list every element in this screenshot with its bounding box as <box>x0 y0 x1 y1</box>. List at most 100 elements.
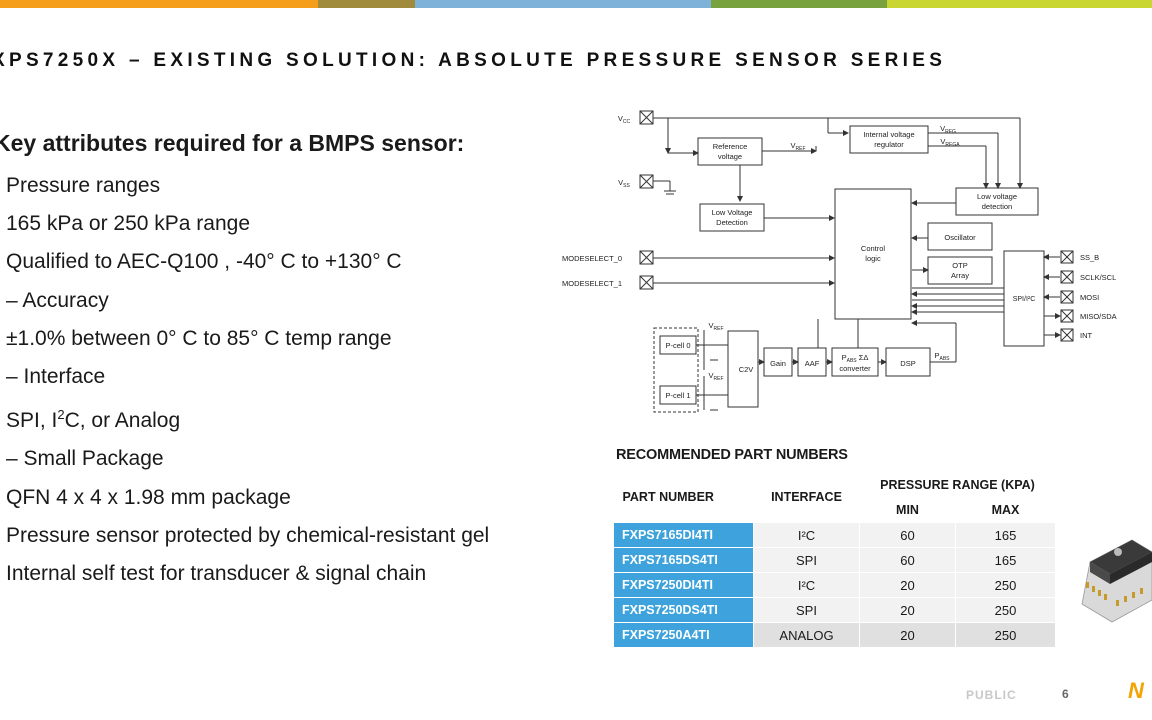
vss-label: VSS <box>618 178 630 189</box>
top-color-bar <box>0 0 1152 8</box>
classification-label: PUBLIC <box>966 688 1017 702</box>
internal-regulator-label-2: regulator <box>874 140 904 149</box>
block-diagram-svg: VCC VSS VREF VREG VREGA Reference voltag… <box>562 110 1117 413</box>
dsp-label: DSP <box>900 359 915 368</box>
interface-cell: I²C <box>753 522 860 548</box>
lvd-left-label-1: Low Voltage <box>712 208 753 217</box>
max-cell: 165 <box>955 547 1056 573</box>
pin-label-mosi: MOSI <box>1080 293 1099 302</box>
modeselect-0-label: MODESELECT_0 <box>562 254 622 263</box>
header-interface: INTERFACE <box>771 490 842 504</box>
otp-label-1: OTP <box>952 261 967 270</box>
bullet-item: Pressure sensor protected by chemical-re… <box>6 523 490 547</box>
table-row: FXPS7165DI4TI I²C 60 165 <box>613 522 1056 548</box>
oscillator-block <box>927 222 993 251</box>
reference-voltage-label-1: Reference <box>713 142 748 151</box>
max-cell: 250 <box>955 597 1056 623</box>
table-row: FXPS7250DS4TI SPI 20 250 <box>613 597 1056 623</box>
header-part-number: PART NUMBER <box>622 490 714 504</box>
bullet-item: ±1.0% between 0° C to 85° C temp range <box>6 326 392 350</box>
vref-pcell0-label: VREF <box>708 321 723 332</box>
top-bar-segment <box>887 0 1152 8</box>
pin-label-ss-b: SS_B <box>1080 253 1099 262</box>
spi-i2c-label: SPI/I²C <box>1013 296 1036 303</box>
max-cell: 165 <box>955 522 1056 548</box>
interface-cell: SPI <box>753 597 860 623</box>
bullet-item: Pressure ranges <box>6 174 161 197</box>
bullet-item: – Accuracy <box>6 288 109 312</box>
bullet-item: – Interface <box>6 365 106 389</box>
pabs-converter-label-1: PABS ΣΔ <box>842 353 869 364</box>
gain-label: Gain <box>770 359 786 368</box>
slide-title: XPS7250X – EXISTING SOLUTION: ABSOLUTE P… <box>0 50 947 71</box>
header-min: MIN <box>896 502 919 517</box>
max-cell: 250 <box>955 572 1056 598</box>
table-title: RECOMMENDED PART NUMBERS <box>616 447 848 463</box>
interface-text-post: C, or Analog <box>64 409 181 433</box>
attribute-heading: Key attributes required for a BMPS senso… <box>0 130 465 156</box>
bullet-item: QFN 4 x 4 x 1.98 mm package <box>6 485 291 509</box>
header-max: MAX <box>991 502 1020 517</box>
lvd-right-label-1: Low voltage <box>977 192 1017 201</box>
internal-regulator-label-1: Internal voltage <box>863 130 914 139</box>
company-logo: N <box>1128 678 1144 703</box>
attribute-list: Key attributes required for a BMPS senso… <box>0 130 574 593</box>
table-row: FXPS7165DS4TI SPI 60 165 <box>613 547 1056 573</box>
bullet-item-interface: SPI, I2C, or Analog <box>0 396 574 440</box>
pin-label-int: INT <box>1080 331 1093 340</box>
pin-label-sclk: SCLK/SCL <box>1080 273 1116 282</box>
otp-label-2: Array <box>951 271 969 280</box>
part-number-cell: FXPS7250DI4TI <box>613 572 754 598</box>
table-row: FXPS7250A4TI ANALOG 20 250 <box>613 622 1056 648</box>
modeselect-1-label: MODESELECT_1 <box>562 279 622 288</box>
min-cell: 20 <box>859 597 956 623</box>
bullet-item: Qualified to AEC-Q100 , -40° C to +130° … <box>6 250 402 274</box>
lvd-left-label-2: Detection <box>716 218 748 227</box>
top-bar-segment <box>415 0 711 8</box>
pcell-1-label: P-cell 1 <box>665 391 690 400</box>
block-diagram: VCC VSS VREF VREG VREGA Reference voltag… <box>558 108 1140 426</box>
bullet-item: 165 kPa or 250 kPa range <box>6 212 251 236</box>
pin-label-miso: MISO/SDA <box>1080 312 1117 321</box>
top-bar-segment <box>318 0 415 8</box>
interface-pins <box>1043 250 1074 342</box>
part-number-cell: FXPS7165DS4TI <box>613 547 754 573</box>
pcell-0-label: P-cell 0 <box>665 341 690 350</box>
aaf-label: AAF <box>805 359 820 368</box>
pabs-out-label: PABS <box>934 351 950 362</box>
part-number-cell: FXPS7165DI4TI <box>613 522 754 548</box>
top-bar-segment <box>711 0 887 8</box>
lvd-right-label-2: detection <box>982 202 1012 211</box>
bullet-item: – Small Package <box>6 447 164 471</box>
interface-cell: SPI <box>753 547 860 573</box>
pabs-converter-label-2: converter <box>839 364 871 373</box>
vrega-label: VREGA <box>940 137 960 148</box>
part-number-cell: FXPS7250DS4TI <box>613 597 754 623</box>
bullet-item: Internal self test for transducer & sign… <box>6 562 427 586</box>
min-cell: 60 <box>859 547 956 573</box>
interface-cell: ANALOG <box>753 622 860 648</box>
reference-voltage-label-2: voltage <box>718 152 742 161</box>
part-numbers-table: PART NUMBER INTERFACE PRESSURE RANGE (KP… <box>613 472 1056 648</box>
control-logic-block <box>834 188 912 320</box>
interface-text-pre: SPI, I <box>6 409 58 433</box>
sensor-package-image <box>1072 522 1152 642</box>
internal-regulator-block <box>849 125 929 154</box>
part-number-cell: FXPS7250A4TI <box>613 622 754 648</box>
min-cell: 20 <box>859 572 956 598</box>
c2v-label: C2V <box>739 365 754 374</box>
header-pressure-range: PRESSURE RANGE (KPA) <box>880 477 1035 492</box>
control-logic-label-1: Control <box>861 244 886 253</box>
vreg-label: VREG <box>940 124 956 135</box>
vref-label: VREF <box>790 141 805 152</box>
oscillator-label: Oscillator <box>944 233 976 242</box>
interface-cell: I²C <box>753 572 860 598</box>
pcell-group <box>653 327 699 413</box>
vcc-label: VCC <box>618 114 631 125</box>
low-voltage-detection-right <box>955 187 1039 216</box>
table-row: FXPS7250DI4TI I²C 20 250 <box>613 572 1056 598</box>
page-number: 6 <box>1062 687 1069 701</box>
c2v-block <box>727 330 759 408</box>
min-cell: 60 <box>859 522 956 548</box>
control-logic-label-2: logic <box>865 254 881 263</box>
